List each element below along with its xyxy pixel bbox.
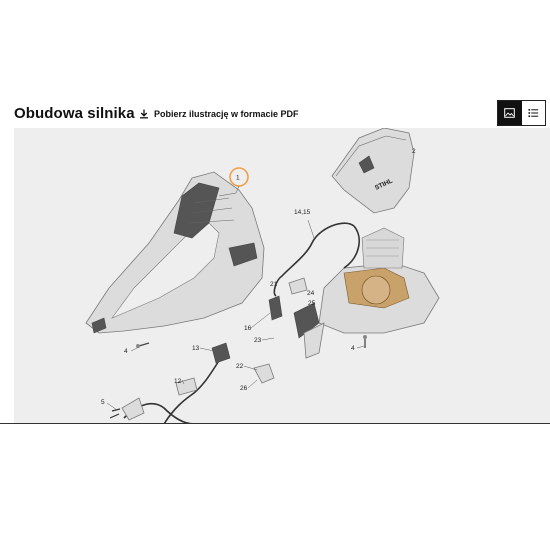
callout-12[interactable]: 12 xyxy=(174,378,182,385)
callout-1[interactable]: 1 xyxy=(236,175,240,182)
motor-cover[interactable]: STIHL xyxy=(331,128,415,214)
callout-4-left[interactable]: 4 xyxy=(124,348,128,355)
download-pdf-label: Pobierz ilustrację w formacie PDF xyxy=(154,109,299,119)
callout-26[interactable]: 26 xyxy=(240,385,248,392)
screw-right xyxy=(363,335,367,348)
image-view-icon xyxy=(504,108,516,118)
callout-24[interactable]: 24 xyxy=(307,290,315,297)
callout-21[interactable]: 21 xyxy=(270,281,278,288)
image-view-button[interactable] xyxy=(498,101,522,125)
page-header: Obudowa silnika Pobierz ilustrację w for… xyxy=(0,0,550,128)
housing-shell[interactable] xyxy=(85,171,265,334)
divider-line xyxy=(0,423,550,424)
page-title: Obudowa silnika xyxy=(14,105,135,122)
callout-5[interactable]: 5 xyxy=(101,399,105,406)
callout-13[interactable]: 13 xyxy=(192,345,200,352)
motor-wire xyxy=(273,222,355,297)
callout-4-right[interactable]: 4 xyxy=(351,345,355,352)
list-view-icon xyxy=(528,109,538,117)
motor-unit[interactable] xyxy=(318,227,440,334)
switch-parts[interactable] xyxy=(253,277,325,384)
parts-illustration: STIHL xyxy=(14,128,550,424)
callout-14-15[interactable]: 14,15 xyxy=(294,209,311,216)
power-cable-assembly[interactable] xyxy=(109,342,231,424)
view-toggle xyxy=(497,100,546,126)
callout-2[interactable]: 2 xyxy=(412,148,416,155)
list-view-button[interactable] xyxy=(521,101,545,125)
callout-22[interactable]: 22 xyxy=(236,363,244,370)
download-pdf-link[interactable]: Pobierz ilustrację w formacie PDF xyxy=(139,109,299,119)
switch-wire xyxy=(343,225,360,269)
callout-23[interactable]: 23 xyxy=(254,337,262,344)
callout-25[interactable]: 25 xyxy=(308,300,316,307)
callout-16[interactable]: 16 xyxy=(244,325,252,332)
download-icon xyxy=(140,109,148,119)
